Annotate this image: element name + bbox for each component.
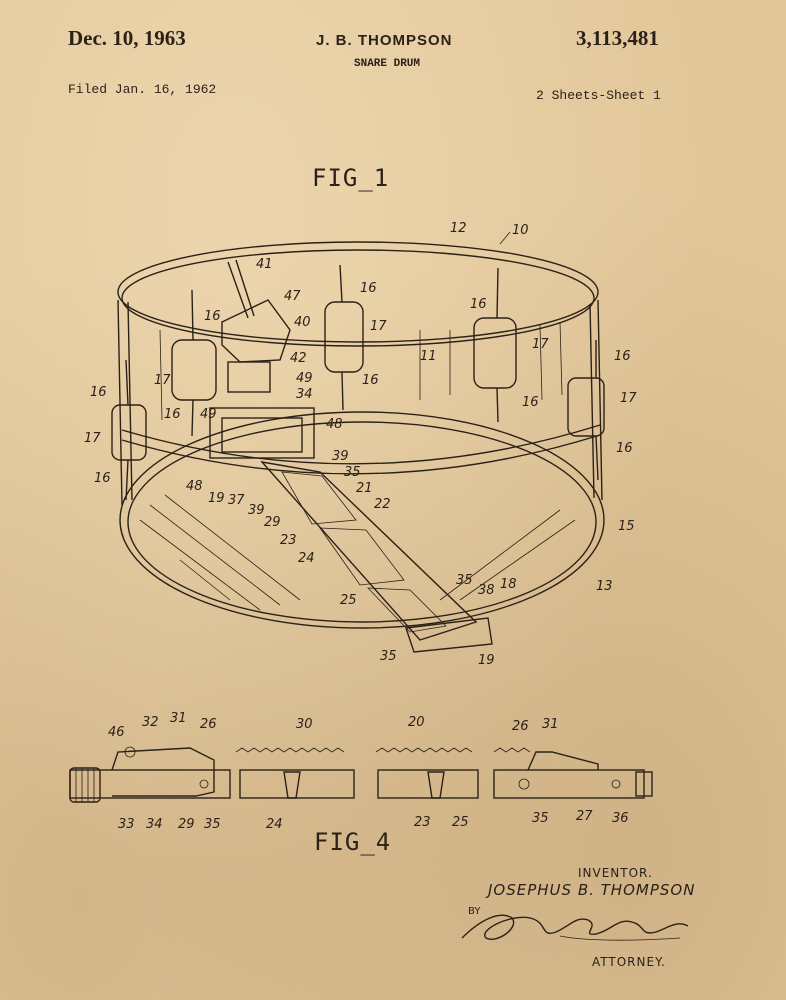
reference-numeral: 23 — [414, 815, 431, 830]
reference-numeral: 16 — [94, 471, 111, 486]
reference-numeral: 48 — [186, 479, 203, 494]
sheet-count: 2 Sheets-Sheet 1 — [536, 88, 661, 103]
reference-numeral: 35 — [532, 811, 549, 826]
reference-numeral: 16 — [614, 349, 631, 364]
reference-numeral: 29 — [178, 817, 195, 832]
reference-numeral: 35 — [204, 817, 221, 832]
snare-strip-section-drawing — [69, 746, 653, 803]
reference-numeral: 41 — [256, 257, 273, 272]
reference-numeral: 12 — [450, 221, 467, 236]
patent-title: SNARE DRUM — [354, 58, 421, 70]
reference-numeral: 40 — [294, 315, 311, 330]
reference-numeral: 35 — [456, 573, 473, 588]
inventor-name: JOSEPHUS B. THOMPSON — [488, 881, 696, 899]
reference-numeral: 27 — [576, 809, 593, 824]
reference-numeral: 19 — [208, 491, 225, 506]
reference-numeral: 10 — [512, 223, 529, 238]
reference-numeral: 25 — [452, 815, 469, 830]
reference-numeral: 17 — [620, 391, 637, 406]
reference-numeral: 46 — [108, 725, 125, 740]
by-label: BY — [468, 906, 481, 917]
fig4-reference-numerals: 46 32 31 26 30 20 26 31 33 34 29 35 24 2… — [108, 711, 629, 832]
reference-numeral: 11 — [420, 349, 437, 364]
reference-numeral: 39 — [332, 449, 349, 464]
reference-numeral: 48 — [326, 417, 343, 432]
reference-numeral: 24 — [298, 551, 315, 566]
reference-numeral: 16 — [362, 373, 379, 388]
reference-numeral: 17 — [370, 319, 387, 334]
reference-numeral: 39 — [248, 503, 265, 518]
attorney-signature — [461, 914, 689, 941]
reference-numeral: 17 — [84, 431, 101, 446]
reference-numeral: 29 — [264, 515, 281, 530]
reference-numeral: 35 — [380, 649, 397, 664]
reference-numeral: 34 — [146, 817, 163, 832]
reference-numeral: 31 — [170, 711, 187, 726]
reference-numeral: 13 — [596, 579, 613, 594]
reference-numeral: 17 — [154, 373, 171, 388]
reference-numeral: 35 — [344, 465, 361, 480]
filed-date: Filed Jan. 16, 1962 — [68, 82, 217, 97]
fig1-reference-numerals: 12 10 41 47 40 42 49 34 16 16 17 11 16 1… — [84, 221, 637, 668]
snare-drum-drawing — [111, 241, 605, 653]
reference-numeral: 23 — [280, 533, 297, 548]
reference-numeral: 49 — [296, 371, 313, 386]
reference-numeral: 24 — [266, 817, 283, 832]
reference-numeral: 49 — [200, 407, 217, 422]
reference-numeral: 20 — [408, 715, 425, 730]
reference-numeral: 42 — [290, 351, 307, 366]
reference-numeral: 19 — [478, 653, 495, 668]
reference-numeral: 32 — [142, 715, 159, 730]
reference-numeral: 34 — [296, 387, 313, 402]
reference-numeral: 15 — [618, 519, 635, 534]
reference-numeral: 16 — [90, 385, 107, 400]
reference-numeral: 16 — [204, 309, 221, 324]
reference-numeral: 16 — [470, 297, 487, 312]
fig4-label: FIG_4 — [314, 828, 391, 856]
reference-numeral: 21 — [356, 481, 373, 496]
reference-numeral: 16 — [616, 441, 633, 456]
patent-date: Dec. 10, 1963 — [68, 26, 186, 50]
reference-numeral: 33 — [118, 817, 135, 832]
inventor-header: J. B. THOMPSON — [316, 32, 453, 49]
reference-numeral: 25 — [340, 593, 357, 608]
reference-numeral: 16 — [164, 407, 181, 422]
reference-numeral: 38 — [478, 583, 495, 598]
reference-numeral: 26 — [512, 719, 529, 734]
patent-number: 3,113,481 — [576, 26, 659, 50]
reference-numeral: 37 — [228, 493, 245, 508]
reference-numeral: 47 — [284, 289, 301, 304]
reference-numeral: 17 — [532, 337, 549, 352]
reference-numeral: 16 — [522, 395, 539, 410]
fig1-label: FIG_1 — [312, 164, 389, 192]
reference-numeral: 16 — [360, 281, 377, 296]
reference-numeral: 31 — [542, 717, 559, 732]
inventor-label: INVENTOR. — [578, 866, 653, 880]
reference-numeral: 30 — [296, 717, 313, 732]
reference-numeral: 22 — [374, 497, 391, 512]
reference-numeral: 18 — [500, 577, 517, 592]
attorney-label: ATTORNEY. — [592, 955, 666, 969]
reference-numeral: 36 — [612, 811, 629, 826]
reference-numeral: 26 — [200, 717, 217, 732]
